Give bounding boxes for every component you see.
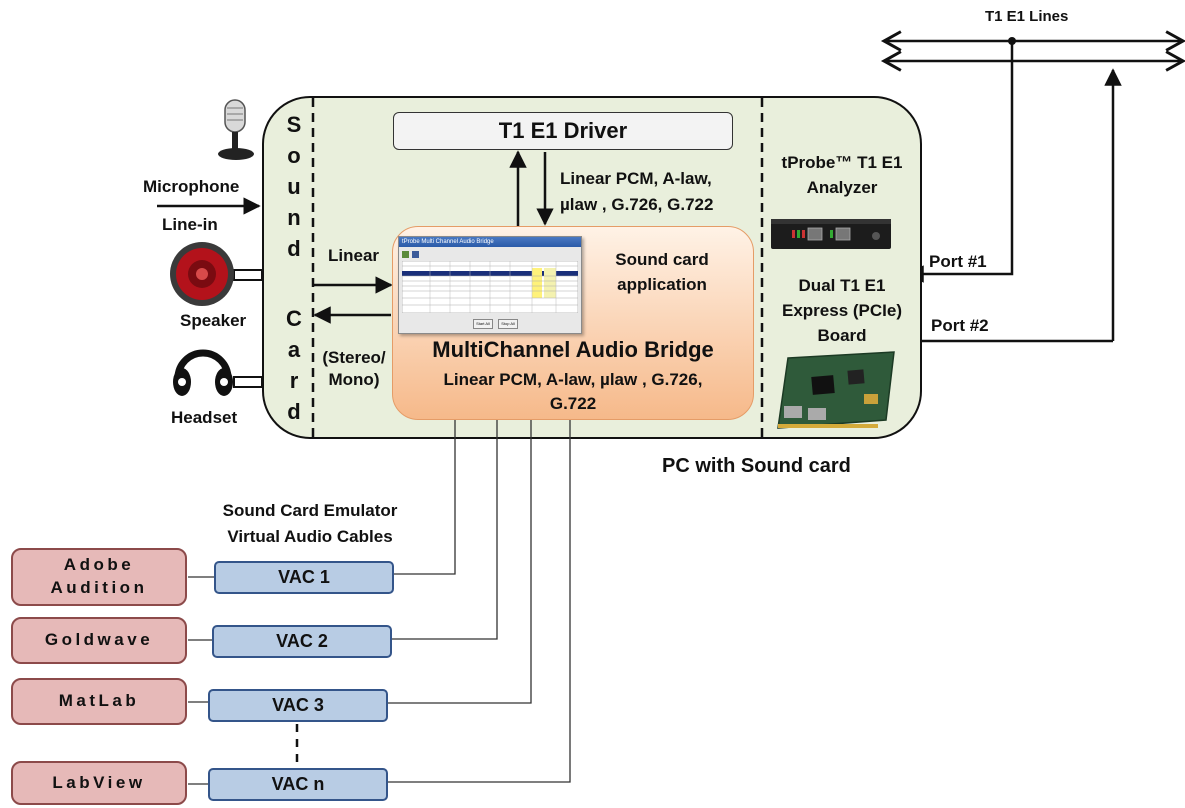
stereo-mono-label: (Stereo/ Mono): [318, 347, 390, 391]
vac-n-box: VAC n: [208, 768, 388, 801]
bridge-format-line: Linear PCM, A-law, µlaw , G.726,: [443, 370, 703, 389]
linear-label: Linear: [328, 246, 380, 265]
start-all-button[interactable]: Start All: [473, 319, 493, 329]
pc-with-sound-card-label: PC with Sound card: [662, 455, 851, 477]
headset-label: Headset: [171, 408, 238, 427]
vac-3-box: VAC 3: [208, 689, 388, 722]
card-letter: r: [289, 368, 299, 393]
headset-jack: [233, 376, 263, 388]
driver-formats: Linear PCM, A-law, µlaw , G.726, G.722: [560, 166, 713, 218]
sound-letter: d: [287, 236, 301, 261]
board-label-line: Express (PCIe): [782, 301, 902, 320]
tprobe-title-line: Analyzer: [806, 178, 878, 197]
driver-format-line: Linear PCM, A-law,: [560, 169, 712, 188]
pcie-board-icon: [777, 351, 895, 429]
dual-board-label: Dual T1 E1 Express (PCIe) Board: [765, 273, 919, 348]
toolbar-icon: [412, 250, 419, 258]
t1-e1-driver-box: T1 E1 Driver: [393, 112, 733, 150]
board-label-line: Board: [817, 326, 867, 345]
app-name-line: Audition: [50, 578, 148, 597]
window-title-bar: tProbe Multi Channel Audio Bridge: [399, 237, 581, 247]
window-toolbar: [399, 247, 581, 261]
sound-letter: S: [286, 112, 302, 137]
t1-lines-label: T1 E1 Lines: [985, 8, 1069, 25]
tprobe-title-line: tProbe™ T1 E1: [781, 153, 903, 172]
emulator-title-line: Virtual Audio Cables: [227, 527, 393, 546]
caption-line: application: [617, 275, 707, 294]
vac3-connector: [386, 420, 532, 704]
stop-all-button[interactable]: Stop All: [498, 319, 518, 329]
app-name-line: Adobe: [63, 555, 135, 575]
adobe-audition-box: Adobe Audition: [11, 548, 187, 606]
bridge-title: MultiChannel Audio Bridge: [432, 337, 714, 362]
sound-letter: n: [287, 205, 301, 230]
sound-letter: u: [287, 174, 301, 199]
vac-2-box: VAC 2: [212, 625, 392, 658]
microphone-label: Microphone: [143, 177, 240, 196]
tprobe-analyzer-title: tProbe™ T1 E1 Analyzer: [765, 150, 919, 200]
card-letter: d: [287, 399, 301, 424]
app-name-line: LabView: [52, 772, 146, 792]
goldwave-box: Goldwave: [11, 617, 187, 664]
tprobe-device-icon: [771, 219, 891, 249]
board-label-line: Dual T1 E1: [798, 276, 886, 295]
toolbar-icon: [402, 250, 409, 258]
sound-card-application-caption: Sound card application: [592, 247, 732, 297]
stereo-mono-line: Mono): [328, 370, 380, 389]
speaker-label: Speaker: [180, 311, 247, 330]
caption-line: Sound card: [615, 250, 709, 269]
vac2-connector: [392, 420, 498, 640]
bridge-format-line: G.722: [549, 394, 597, 413]
emulator-title-line: Sound Card Emulator: [222, 501, 398, 520]
sound-letter: o: [287, 143, 301, 168]
bridge-formats: Linear PCM, A-law, µlaw , G.726, G.722: [392, 368, 754, 416]
window-button-row: Start All Stop All: [473, 319, 518, 329]
app-name-line: Goldwave: [44, 630, 154, 650]
window-grid-table: [402, 261, 578, 313]
port1-label: Port #1: [929, 252, 987, 271]
vac1-connector: [392, 420, 456, 575]
app-name-line: MatLab: [58, 691, 140, 711]
speaker-icon: [170, 242, 234, 306]
microphone-icon: [218, 99, 254, 160]
bridge-app-window: tProbe Multi Channel Audio Bridge Start …: [398, 236, 582, 334]
sound-card-vertical-label-top: S o u n d: [284, 112, 304, 267]
emulator-title: Sound Card Emulator Virtual Audio Cables: [190, 498, 430, 550]
card-letter: a: [287, 337, 301, 362]
sound-card-vertical-label-bottom: C a r d: [284, 306, 304, 430]
card-letter: C: [286, 306, 302, 331]
matlab-box: MatLab: [11, 678, 187, 725]
driver-format-line: µlaw , G.726, G.722: [560, 195, 714, 214]
vacn-connector: [386, 420, 571, 783]
port1-connector: [906, 41, 1014, 283]
port2-label: Port #2: [931, 316, 989, 335]
speaker-jack: [233, 269, 263, 281]
headset-icon: [173, 349, 233, 396]
stereo-mono-line: (Stereo/: [322, 348, 386, 367]
vac-1-box: VAC 1: [214, 561, 394, 594]
labview-box: LabView: [11, 761, 187, 805]
line-in-label: Line-in: [162, 215, 218, 234]
